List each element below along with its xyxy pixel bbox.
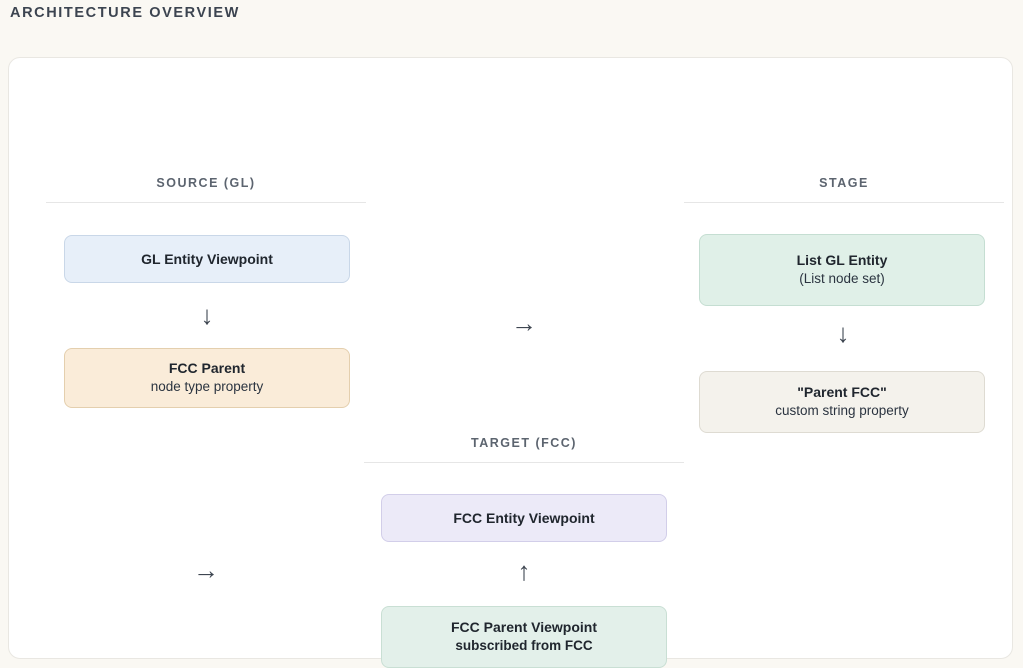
node-fcc-parent-viewpoint: FCC Parent Viewpoint subscribed from FCC [381,606,667,668]
arrow-down-icon-stage: ↓ [836,318,850,348]
node-fcc-entity-viewpoint: FCC Entity Viewpoint [381,494,667,542]
node-list-gl-entity-line1: List GL Entity [796,252,888,269]
node-fcc-parent-viewpoint-line2: subscribed from FCC [455,638,593,654]
column-header-source-label: SOURCE (GL) [156,176,256,190]
node-gl-entity-viewpoint-line1: GL Entity Viewpoint [141,250,273,267]
node-parent-fcc-line1: "Parent FCC" [797,384,887,401]
arrow-right-icon-source-to-stage: → [511,308,537,338]
node-fcc-parent-line1: FCC Parent [168,360,246,377]
node-gl-entity-viewpoint: GL Entity Viewpoint [64,235,350,283]
column-header-target-label: TARGET (FCC) [471,436,577,450]
node-list-gl-entity: List GL Entity (List node set) [699,234,985,306]
architecture-diagram-card: SOURCE (GL) STAGE TARGET (FCC) GL Entity… [8,57,1013,668]
node-parent-fcc: "Parent FCC" custom string property [699,371,985,433]
page-title: ARCHITECTURE OVERVIEW [10,5,240,21]
node-fcc-parent-viewpoint-line1: FCC Parent Viewpoint [451,619,597,636]
arrow-up-icon-target: ↑ [517,556,531,586]
node-fcc-entity-viewpoint-line1: FCC Entity Viewpoint [453,509,595,526]
arrow-right-icon-to-target: → [193,555,219,585]
column-header-target: TARGET (FCC) [364,436,684,463]
node-fcc-parent-line2: node type property [150,379,264,395]
arrow-down-icon-source: ↓ [200,300,214,330]
column-header-stage-label: STAGE [819,176,869,190]
node-fcc-parent: FCC Parent node type property [64,348,350,408]
column-header-source-rule [46,202,366,203]
column-header-target-rule [364,462,684,463]
node-list-gl-entity-line2: (List node set) [799,271,885,287]
column-header-stage-rule [684,202,1004,203]
node-parent-fcc-line2: custom string property [775,403,909,419]
column-header-stage: STAGE [684,176,1004,203]
column-header-source: SOURCE (GL) [46,176,366,203]
